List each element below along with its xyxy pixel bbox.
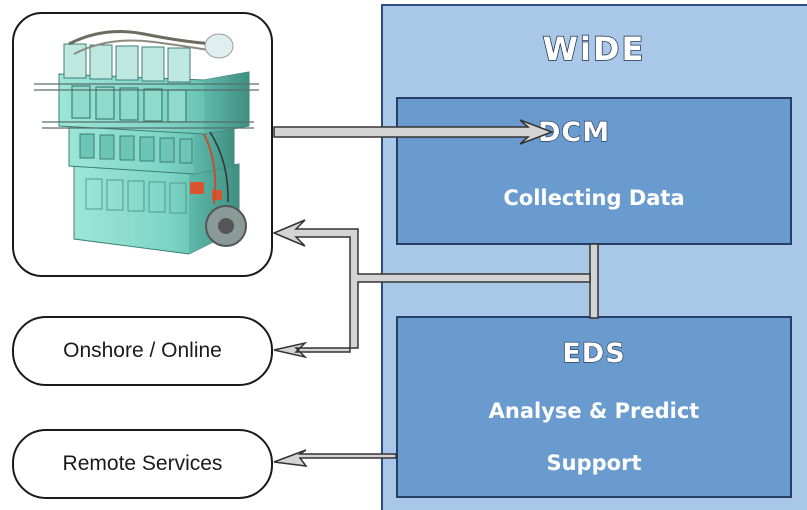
eds-to-remote-arrow (273, 449, 397, 467)
engine-to-dcm-arrow (273, 119, 555, 145)
dcm-subtitle: Collecting Data (503, 186, 685, 210)
eds-title: EDS (562, 337, 626, 369)
dcm-eds-connector (589, 243, 599, 319)
eds-subtitle-line2: Support (546, 451, 642, 475)
eds-feedback-arrows (272, 219, 591, 359)
engine-image-box (12, 12, 273, 277)
remote-services-node: Remote Services (12, 429, 273, 499)
marine-engine-icon (34, 30, 259, 255)
eds-subtitle-line1: Analyse & Predict (488, 399, 700, 423)
dcm-box (396, 97, 792, 245)
wide-title: WiDE (542, 29, 646, 69)
onshore-online-node: Onshore / Online (12, 316, 273, 386)
